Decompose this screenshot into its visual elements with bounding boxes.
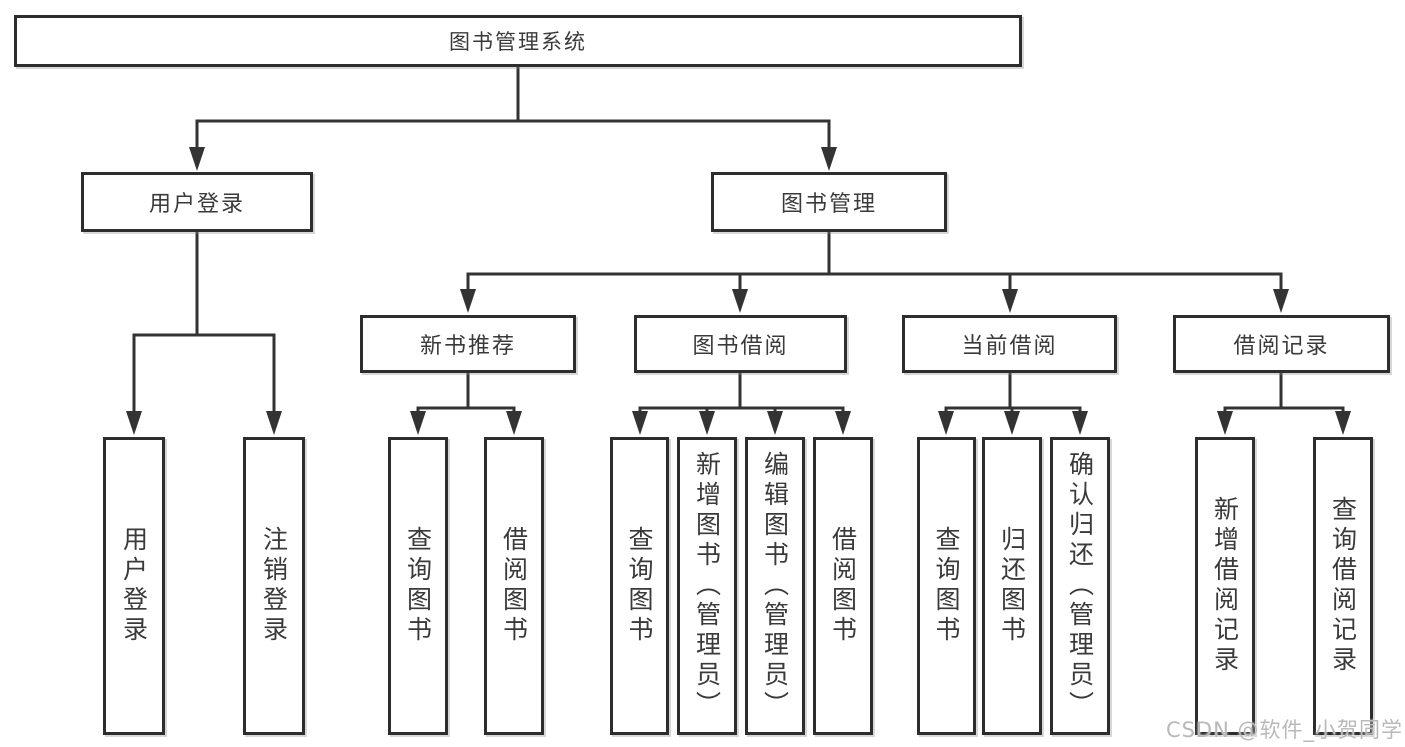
node-label: 新增图书（管理员） [692, 451, 722, 721]
node-borrow-record: 借阅记录 [1173, 315, 1390, 373]
node-label: 查询借阅记录 [1328, 496, 1358, 676]
arrowhead [835, 411, 851, 435]
node-user-login: 用户登录 [81, 172, 313, 232]
arrowhead [732, 289, 748, 313]
leaf-confirm-return-admin: 确认归还（管理员） [1050, 437, 1110, 735]
leaf-query-books-1: 查询图书 [388, 437, 448, 735]
arrowhead [1335, 411, 1351, 435]
leaf-query-books-3: 查询图书 [917, 437, 976, 735]
node-label: 图书管理系统 [449, 30, 587, 54]
node-label: 借阅图书 [828, 526, 858, 646]
node-label: 归还图书 [997, 526, 1027, 646]
node-system-title: 图书管理系统 [14, 15, 1022, 67]
arrowhead [821, 147, 837, 171]
node-label: 查询图书 [625, 526, 654, 646]
leaf-return-books: 归还图书 [982, 437, 1042, 735]
leaf-edit-books-admin: 编辑图书（管理员） [745, 437, 805, 735]
connector-bookmgmt-fan [466, 232, 1283, 291]
arrowhead [266, 411, 282, 435]
node-label: 图书借阅 [692, 334, 789, 359]
connector-borrow-fan [638, 373, 845, 413]
node-current-borrow: 当前借阅 [902, 315, 1117, 373]
arrowhead [189, 147, 205, 171]
node-book-management: 图书管理 [711, 172, 947, 232]
arrowhead [1072, 411, 1088, 435]
leaf-borrow-books-2: 借阅图书 [813, 437, 873, 735]
node-label: 新书推荐 [419, 334, 516, 359]
leaf-logout: 注销登录 [243, 437, 305, 735]
node-label: 借阅记录 [1233, 334, 1330, 359]
connector-newbook-fan [416, 373, 516, 413]
leaf-user-login: 用户登录 [103, 437, 165, 735]
arrowhead [506, 411, 522, 435]
node-label: 图书管理 [780, 192, 877, 217]
node-label: 注销登录 [259, 526, 289, 646]
arrowhead [938, 411, 954, 435]
arrowheads [126, 147, 1351, 435]
leaf-add-borrow-record: 新增借阅记录 [1195, 437, 1255, 735]
connector-userlogin-fan [132, 232, 276, 413]
arrowhead [460, 289, 476, 313]
arrowhead [1217, 411, 1233, 435]
csdn-watermark: CSDN @软件_小贺同学 [1165, 718, 1403, 742]
arrowhead [126, 411, 142, 435]
arrowhead [767, 411, 783, 435]
arrowhead [632, 411, 648, 435]
leaf-add-books-admin: 新增图书（管理员） [677, 437, 737, 735]
arrowhead [699, 411, 715, 435]
arrowhead [1002, 289, 1018, 313]
node-book-borrow: 图书借阅 [634, 315, 847, 373]
connector-current-fan [944, 373, 1082, 413]
node-label: 编辑图书（管理员） [760, 451, 790, 721]
node-new-book-recommend: 新书推荐 [360, 315, 576, 373]
arrowhead [1004, 411, 1020, 435]
connector-record-fan [1223, 373, 1345, 413]
node-label: 确认归还（管理员） [1065, 451, 1095, 721]
leaf-query-books-2: 查询图书 [610, 437, 669, 735]
connector-root-to-level2 [195, 67, 831, 149]
node-label: 当前借阅 [961, 334, 1058, 359]
leaf-query-borrow-record: 查询借阅记录 [1313, 437, 1373, 735]
node-label: 用户登录 [148, 192, 245, 217]
leaf-borrow-books-1: 借阅图书 [484, 437, 544, 735]
node-label: 查询图书 [403, 526, 433, 646]
node-label: 查询图书 [932, 526, 961, 646]
node-label: 新增借阅记录 [1210, 496, 1240, 676]
node-label: 借阅图书 [499, 526, 529, 646]
node-label: 用户登录 [119, 526, 149, 646]
arrowhead [410, 411, 426, 435]
arrowhead [1273, 289, 1289, 313]
